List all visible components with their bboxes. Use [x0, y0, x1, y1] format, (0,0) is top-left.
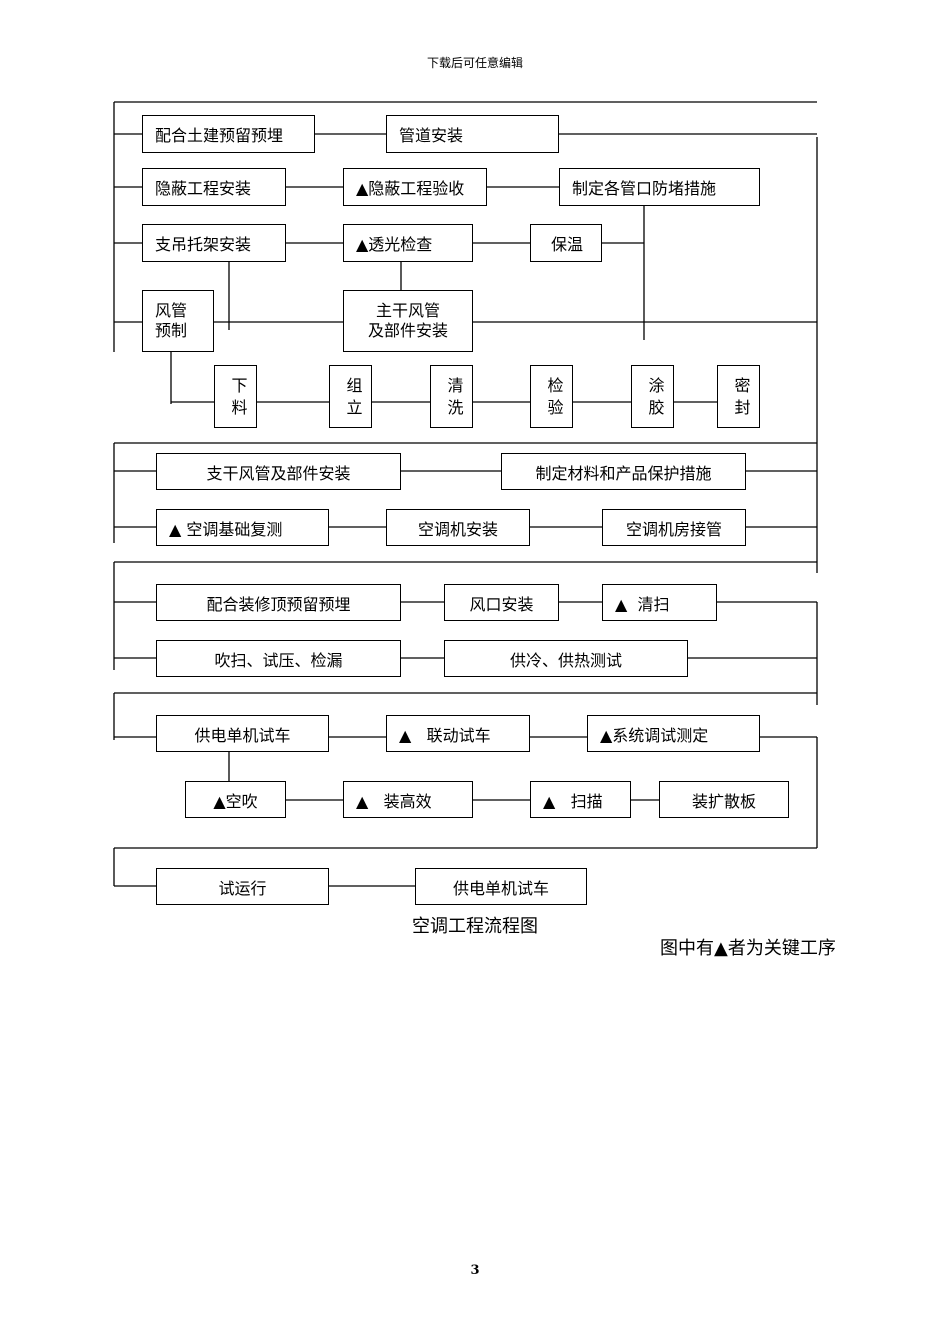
substep-box: 检验 — [530, 365, 573, 428]
box-line: 主干风管 — [375, 301, 440, 320]
box-line: 胶 — [648, 397, 665, 417]
step-box: 配合土建预留预埋 — [142, 115, 315, 153]
page-number: 3 — [470, 1263, 480, 1278]
diagram-caption: 空调工程流程图 — [412, 916, 538, 937]
box-line: 预制 — [155, 321, 188, 340]
key-step-box: ▲ 清扫 — [602, 584, 717, 621]
box-line: 洗 — [447, 397, 464, 417]
step-box: 支吊托架安装 — [142, 224, 286, 262]
step-box: 保温 — [530, 224, 602, 262]
step-box: 管道安装 — [386, 115, 559, 153]
key-step-box: ▲透光检查 — [343, 224, 473, 262]
key-step-box: ▲ 联动试车 — [386, 715, 530, 752]
box-line: 立 — [346, 397, 363, 417]
key-step-box: ▲ 扫描 — [530, 781, 631, 818]
box-line: 组 — [346, 375, 363, 395]
step-box: 制定材料和产品保护措施 — [501, 453, 746, 490]
step-box: 风口安装 — [444, 584, 559, 621]
box-line: 料 — [231, 397, 248, 417]
substep-box: 涂胶 — [631, 365, 674, 428]
legend-note: 图中有▲者为关键工序 — [660, 938, 836, 959]
substep-box: 组立 — [329, 365, 372, 428]
page-header: 下载后可任意编辑 — [426, 56, 523, 70]
substep-box: 下料 — [214, 365, 257, 428]
step-box: 供电单机试车 — [156, 715, 329, 752]
substep-box: 密封 — [717, 365, 760, 428]
step-box: 供冷、供热测试 — [444, 640, 688, 677]
step-box: 空调机房接管 — [602, 509, 746, 546]
step-box: 试运行 — [156, 868, 329, 905]
step-box: 支干风管及部件安装 — [156, 453, 401, 490]
step-box: 风管 预制 — [142, 290, 214, 352]
step-box: 吹扫、试压、检漏 — [156, 640, 401, 677]
substep-box: 清洗 — [430, 365, 473, 428]
step-box: 主干风管 及部件安装 — [343, 290, 473, 352]
key-step-box: ▲系统调试测定 — [587, 715, 760, 752]
key-step-box: ▲空吹 — [185, 781, 286, 818]
box-line: 检 — [547, 375, 564, 395]
step-box: 制定各管口防堵措施 — [559, 168, 760, 206]
box-line: 封 — [734, 397, 751, 417]
step-box: 装扩散板 — [659, 781, 789, 818]
box-line: 密 — [734, 375, 751, 395]
step-box: 供电单机试车 — [415, 868, 587, 905]
box-line: 风管 — [155, 301, 188, 320]
step-box: 配合装修顶预留预埋 — [156, 584, 401, 621]
key-step-box: ▲隐蔽工程验收 — [343, 168, 487, 206]
step-box: 空调机安装 — [386, 509, 530, 546]
box-line: 下 — [231, 375, 248, 395]
step-box: 隐蔽工程安装 — [142, 168, 286, 206]
box-line: 涂 — [648, 375, 665, 395]
box-line: 及部件安装 — [367, 321, 448, 340]
box-line: 清 — [447, 375, 464, 395]
box-line: 验 — [547, 397, 564, 417]
key-step-box: ▲ 空调基础复测 — [156, 509, 329, 546]
key-step-box: ▲ 装高效 — [343, 781, 473, 818]
